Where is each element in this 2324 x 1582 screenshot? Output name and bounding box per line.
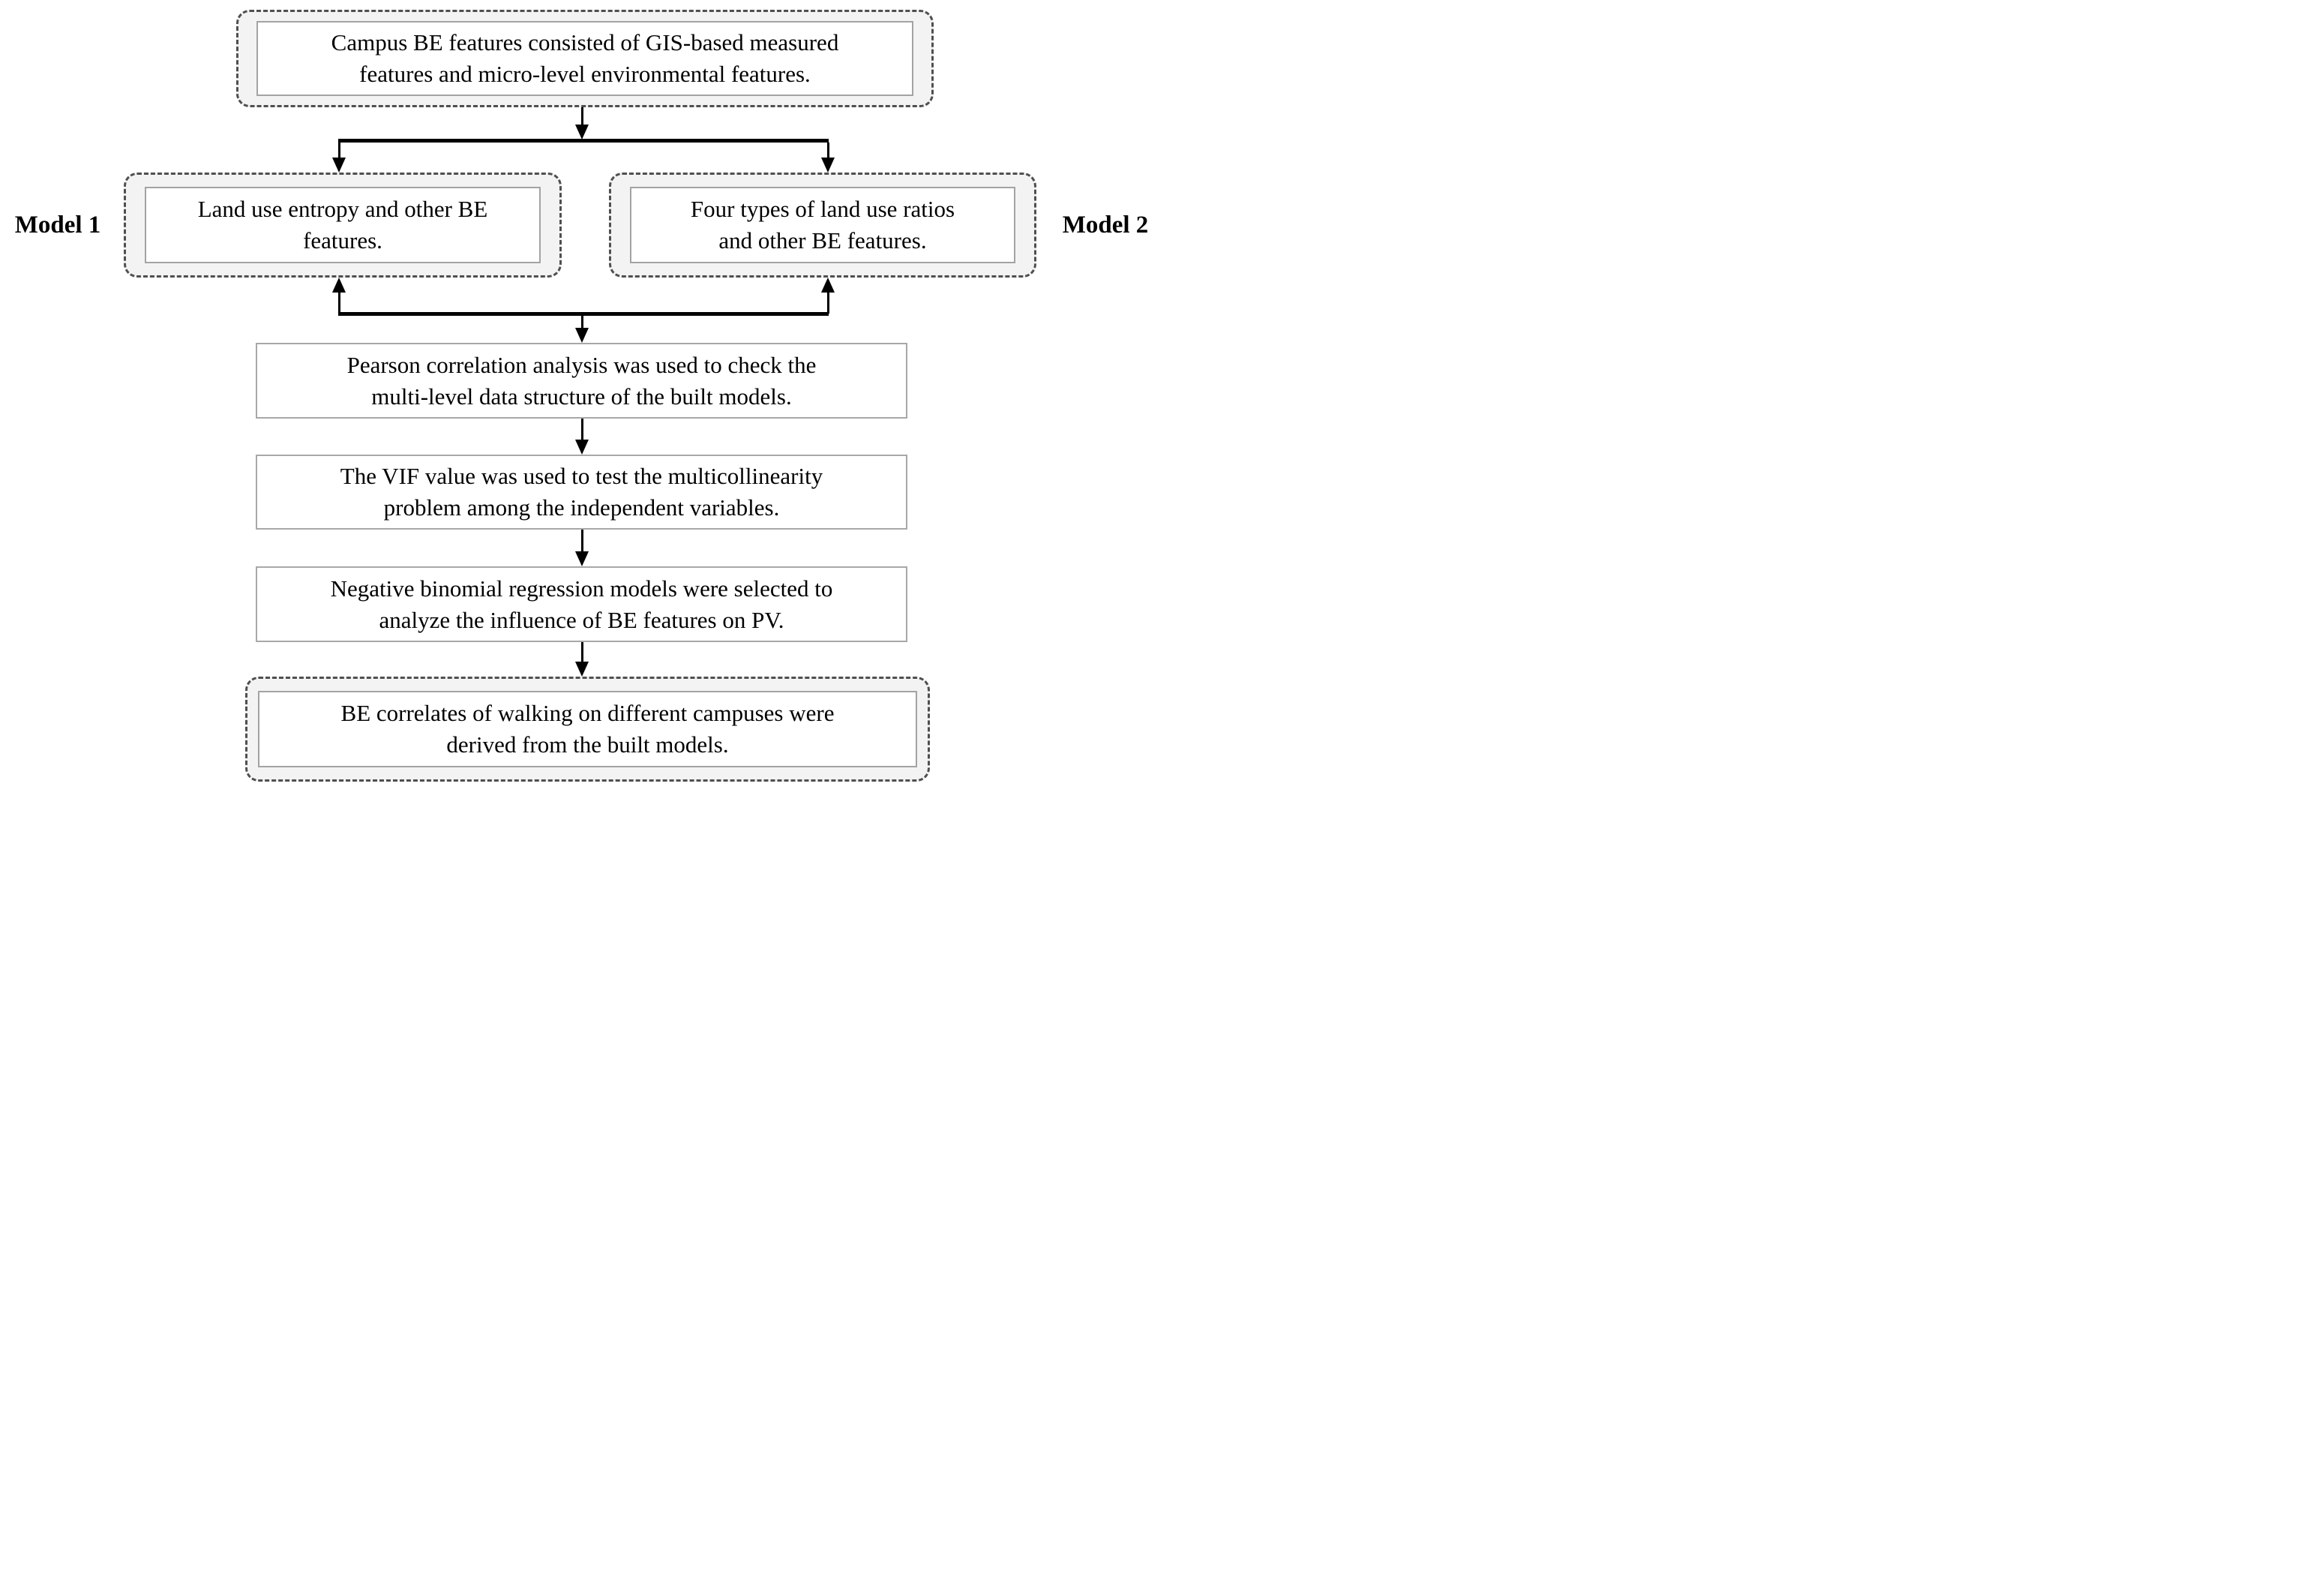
connector-split-right-line — [827, 143, 829, 158]
connector-split-right-arrowhead-icon — [821, 158, 835, 173]
label-model-2: Model 2 — [1062, 211, 1149, 239]
node-vif-text: The VIF value was used to test the multi… — [340, 463, 823, 521]
arrow-vif-negbin-line — [581, 530, 583, 552]
connector-merge-right-arrowhead-icon — [821, 278, 835, 293]
connector-merge-crossbar — [338, 312, 829, 316]
label-model-1: Model 1 — [14, 211, 101, 239]
connector-split-stem-line — [581, 107, 583, 125]
node-pearson: Pearson correlation analysis was used to… — [256, 343, 907, 419]
node-negative-binomial: Negative binomial regression models were… — [256, 566, 907, 642]
connector-split-crossbar — [338, 139, 829, 143]
node-campus-features-inner: Campus BE features consisted of GIS-base… — [256, 21, 913, 96]
connector-split-stem-arrowhead-icon — [575, 125, 589, 140]
connector-merge-stem-line — [581, 316, 583, 329]
node-campus-features: Campus BE features consisted of GIS-base… — [236, 10, 934, 107]
arrow-vif-negbin-arrowhead-icon — [575, 551, 589, 566]
node-be-correlates-text: BE correlates of walking on different ca… — [340, 700, 835, 758]
node-model1-inner: Land use entropy and other BE features. — [145, 187, 541, 263]
arrow-negbin-correlates-line — [581, 642, 583, 662]
node-be-correlates: BE correlates of walking on different ca… — [245, 677, 930, 782]
node-model2-text: Four types of land use ratios and other … — [690, 196, 955, 254]
connector-split-left-arrowhead-icon — [332, 158, 346, 173]
node-vif: The VIF value was used to test the multi… — [256, 455, 907, 530]
arrow-pearson-vif-line — [581, 419, 583, 440]
arrow-pearson-vif-arrowhead-icon — [575, 440, 589, 455]
node-pearson-text: Pearson correlation analysis was used to… — [346, 351, 817, 410]
connector-merge-stem-arrowhead-icon — [575, 328, 589, 343]
node-model2-inner: Four types of land use ratios and other … — [630, 187, 1015, 263]
connector-merge-right-line — [827, 292, 829, 314]
flowchart-figure: Campus BE features consisted of GIS-base… — [0, 0, 1162, 791]
connector-merge-left-line — [338, 292, 340, 314]
connector-merge-left-arrowhead-icon — [332, 278, 346, 293]
node-model2: Four types of land use ratios and other … — [609, 173, 1036, 278]
node-be-correlates-inner: BE correlates of walking on different ca… — [258, 691, 917, 767]
arrow-negbin-correlates-arrowhead-icon — [575, 662, 589, 677]
node-negative-binomial-text: Negative binomial regression models were… — [330, 575, 833, 633]
node-campus-features-text: Campus BE features consisted of GIS-base… — [331, 29, 839, 87]
node-model1-text: Land use entropy and other BE features. — [197, 196, 488, 254]
node-model1: Land use entropy and other BE features. — [124, 173, 562, 278]
connector-split-left-line — [338, 143, 340, 158]
